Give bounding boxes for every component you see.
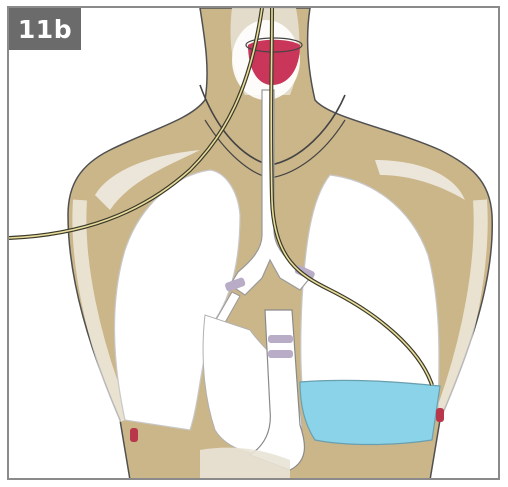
figure-frame [7, 6, 500, 480]
figure-label: 11b [9, 8, 81, 50]
